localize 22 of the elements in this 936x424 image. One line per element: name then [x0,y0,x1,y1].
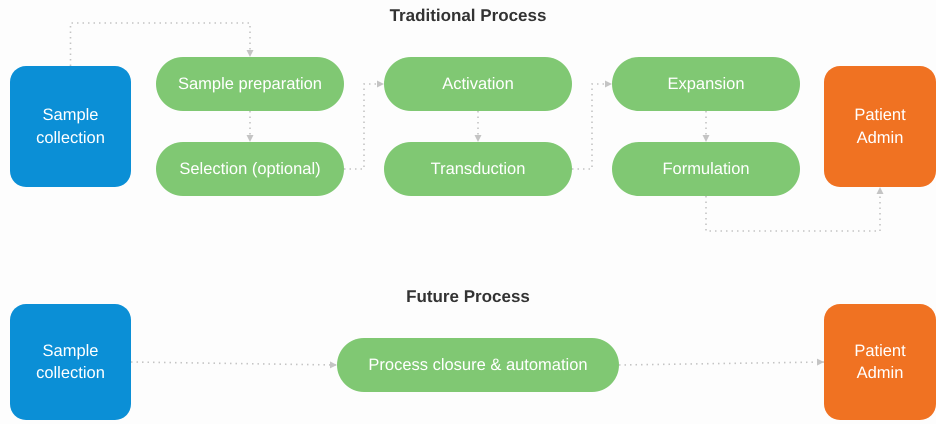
dotted-arrow [246,111,254,142]
dotted-arrow [70,22,254,66]
process-step: Expansion [612,57,800,111]
dotted-arrow [702,111,710,142]
process-step: Process closure & automation [337,338,619,392]
section-heading: Traditional Process [390,6,546,25]
dotted-arrow [618,358,824,366]
dotted-arrow [572,80,612,170]
process-step: Transduction [384,142,572,196]
dotted-arrow [344,80,384,170]
end-box: Patient Admin [824,66,936,187]
process-step: Formulation [612,142,800,196]
start-box: Sample collection [10,304,131,420]
dotted-arrow [130,361,338,368]
process-step: Selection (optional) [156,142,344,196]
process-step: Sample preparation [156,57,344,111]
section-heading: Future Process [406,287,530,306]
process-step: Activation [384,57,572,111]
dotted-arrow [474,111,482,142]
dotted-arrow [705,187,884,232]
end-box: Patient Admin [824,304,936,420]
start-box: Sample collection [10,66,131,187]
